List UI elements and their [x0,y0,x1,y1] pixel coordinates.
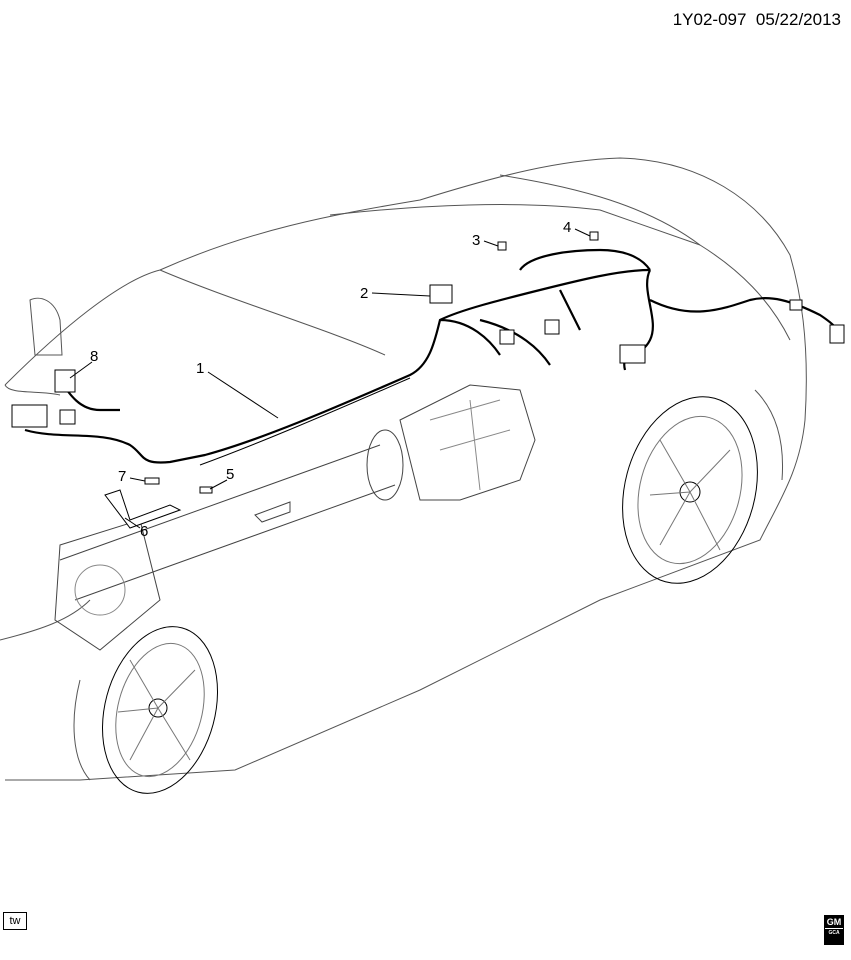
callout-labels: 1 2 3 4 5 6 7 8 [90,219,571,540]
front-wheel [73,626,219,794]
connectors [11,231,845,529]
callout-4: 4 [563,219,571,236]
callout-7: 7 [118,468,126,485]
tw-badge: tw [3,912,27,930]
gm-logo-subtext: GCA [825,928,843,937]
callout-6: 6 [140,523,148,540]
diagram-id: 1Y02-097 [672,10,747,29]
callout-2: 2 [360,285,368,302]
callout-1: 1 [196,360,204,377]
diagram-id-and-date: 1Y02-097 05/22/2013 [673,10,841,30]
car-body-outline [0,157,807,781]
gm-logo-text: GM [826,917,842,927]
wiring-harness [24,248,840,466]
diagram-date: 05/22/2013 [755,10,841,29]
rear-wheel [622,389,783,584]
callout-3: 3 [472,232,480,249]
callout-5: 5 [226,466,234,483]
callout-leaders [69,228,591,529]
callout-8: 8 [90,348,98,365]
